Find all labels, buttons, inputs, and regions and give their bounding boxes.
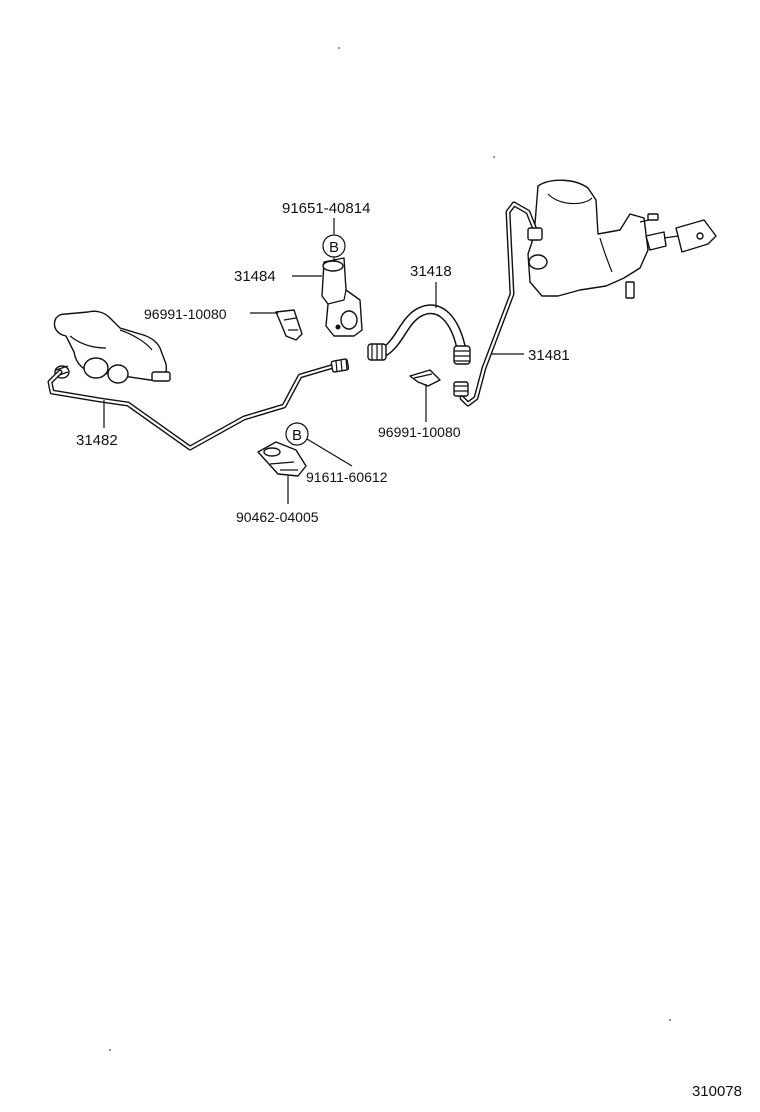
clip-96991-10080-right: [409, 369, 441, 387]
flex-hose-31418: [367, 304, 471, 365]
bracket-31484: [321, 257, 363, 337]
lower-bracket-bolt-nut: [257, 441, 307, 477]
label-pipe-right: 31481: [528, 347, 570, 364]
pipe-31482: [47, 358, 350, 451]
master-cylinder-pushrod: [639, 217, 717, 253]
pipe-31481-lower-fitting: [453, 381, 469, 397]
label-bracket: 31484: [234, 268, 276, 285]
label-nut-lower: 90462-04005: [236, 509, 319, 525]
leader-callout-lower: [306, 438, 353, 467]
label-clip-left: 96991-10080: [144, 306, 227, 322]
scan-specks: [109, 47, 671, 1051]
label-clip-right: 96991-10080: [378, 424, 461, 440]
callout-b-lower: B: [285, 422, 309, 446]
label-flex-hose: 31418: [410, 263, 452, 280]
hose-left-fitting: [367, 343, 387, 361]
label-bolt-top: 91651-40814: [282, 200, 370, 217]
pipe-31482-end-fitting: [330, 358, 350, 373]
slave-cylinder: [53, 310, 171, 384]
diagram-number: 310078: [691, 1083, 742, 1100]
label-pipe-left: 31482: [76, 432, 118, 449]
pipe-31481: [453, 201, 543, 407]
callout-b-lower-letter: B: [292, 427, 302, 444]
master-cylinder: [527, 179, 717, 299]
label-bolt-lower: 91611-60612: [306, 469, 388, 485]
callout-b-top-letter: B: [329, 239, 339, 256]
clip-96991-10080-left: [275, 309, 303, 341]
callout-b-top: B: [322, 234, 346, 258]
hose-right-fitting: [453, 345, 471, 365]
